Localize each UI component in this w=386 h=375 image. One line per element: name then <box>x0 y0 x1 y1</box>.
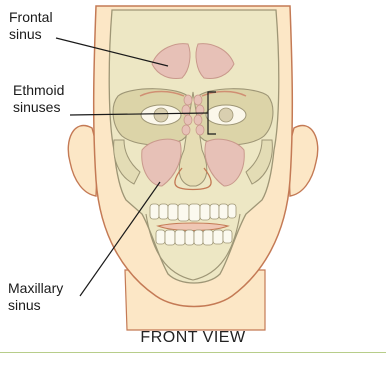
ethmoid-sinuses-label: Ethmoid sinuses <box>13 82 64 116</box>
maxillary-sinus-label-line1: Maxillary <box>8 280 63 297</box>
lower-teeth <box>156 230 232 245</box>
caption-divider <box>0 352 386 353</box>
frontal-sinus-label: Frontal sinus <box>9 9 53 43</box>
upper-teeth <box>150 204 236 221</box>
ethmoid-sinuses-label-line1: Ethmoid <box>13 82 64 99</box>
left-iris <box>154 108 168 122</box>
frontal-sinus-label-line1: Frontal <box>9 9 53 26</box>
view-caption: FRONT VIEW <box>0 329 386 347</box>
frontal-sinus-label-line2: sinus <box>9 26 53 43</box>
maxillary-sinus-label: Maxillary sinus <box>8 280 63 314</box>
right-iris <box>219 108 233 122</box>
maxillary-sinus-label-line2: sinus <box>8 297 63 314</box>
ethmoid-sinuses-label-line2: sinuses <box>13 99 64 116</box>
